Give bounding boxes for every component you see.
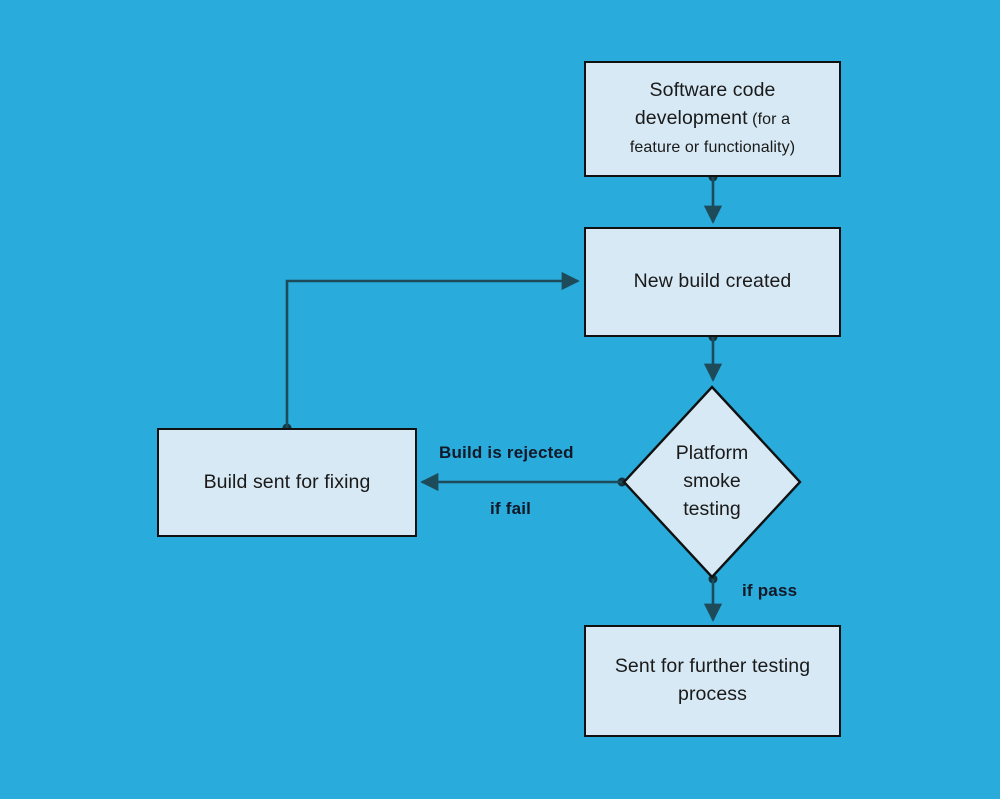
diamond-shape — [622, 385, 802, 579]
edge-development-to-build — [703, 172, 723, 224]
node-build-sent-for-fixing-label: Build sent for fixing — [203, 470, 371, 493]
edge-decision-to-further-testing — [703, 574, 723, 622]
node-platform-smoke-testing-label: Platform smoke testing — [622, 385, 802, 579]
edge-decision-to-fixing — [420, 472, 627, 492]
dev-line-2-suffix: (for a — [747, 111, 791, 129]
node-platform-smoke-testing[interactable]: Platform smoke testing — [622, 385, 802, 579]
sent-line-2: process — [678, 683, 747, 705]
node-new-build-created-label: New build created — [633, 270, 792, 293]
node-build-sent-for-fixing[interactable]: Build sent for fixing — [157, 428, 417, 537]
node-sent-for-further-testing-process[interactable]: Sent for further testing process — [584, 625, 841, 737]
dev-line-2: development — [634, 107, 748, 130]
node-software-code-development[interactable]: Software code development (for a feature… — [584, 61, 841, 177]
decision-line-1: Platform — [675, 442, 749, 465]
edge-label-build-is-rejected: Build is rejected — [439, 443, 574, 462]
sent-line-1: Sent for further testing — [614, 655, 811, 678]
edge-fixing-to-build — [282, 271, 580, 433]
dev-line-1: Software code — [649, 79, 776, 102]
node-sent-for-further-testing-process-label: Sent for further testing process — [605, 653, 820, 708]
decision-line-3: testing — [683, 497, 741, 520]
edge-build-to-decision — [703, 332, 723, 382]
node-software-code-development-label: Software code development (for a feature… — [620, 77, 805, 160]
edge-label-if-pass: if pass — [742, 581, 798, 600]
node-new-build-created[interactable]: New build created — [584, 227, 841, 337]
edge-label-if-fail: if fail — [490, 499, 532, 518]
dev-line-3: feature or functionality) — [629, 138, 796, 156]
decision-line-2: smoke — [683, 470, 741, 493]
